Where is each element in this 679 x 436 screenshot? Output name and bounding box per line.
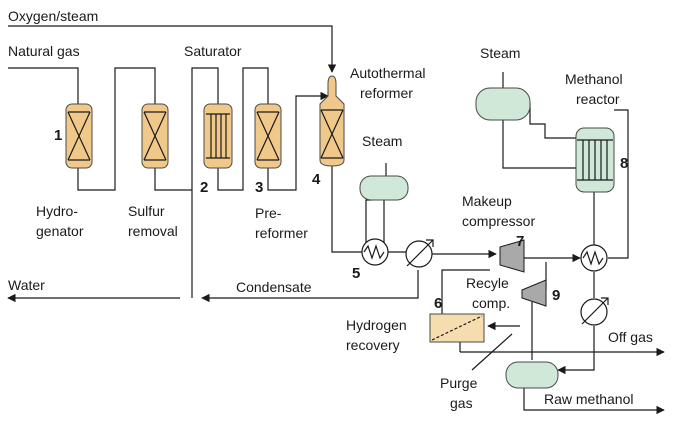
sulfur-removal-vessel <box>141 103 169 169</box>
hx-to-reactor-line <box>608 109 629 259</box>
unit-number-7: 7 <box>516 233 524 250</box>
methanol-separator-vessel <box>505 361 559 389</box>
reactor-steam-out-line <box>529 103 576 139</box>
reformer-outlet-line <box>331 166 362 253</box>
unit-number-5: 5 <box>352 265 360 282</box>
purge-gas-label-2: gas <box>450 395 473 411</box>
cooler-2 <box>580 297 609 326</box>
natural-gas-label: Natural gas <box>8 43 80 59</box>
autothermal-label-1: Autothermal <box>350 65 425 81</box>
cooler-1 <box>405 239 434 268</box>
unit-number-4: 4 <box>312 171 321 188</box>
steam-drum-mid <box>359 175 409 201</box>
oxygen-steam-label: Oxygen/steam <box>8 8 98 24</box>
makeup-compressor <box>499 239 525 273</box>
saturator-label: Saturator <box>184 43 242 59</box>
prereformer-to-autothermal-line <box>267 91 329 191</box>
steam-top-label: Steam <box>480 45 520 61</box>
autothermal-label-2: reformer <box>360 85 413 101</box>
unit-number-2: 2 <box>200 179 208 196</box>
recycle-compressor <box>521 279 547 307</box>
unit-number-9: 9 <box>552 287 560 304</box>
prereformer-vessel <box>254 103 282 169</box>
saturator-vessel <box>203 103 233 169</box>
sulfur-removal-label-2: removal <box>128 223 178 239</box>
unit-number-8: 8 <box>620 155 628 172</box>
recycle-comp-label-2: comp. <box>472 295 510 311</box>
methanol-reactor-label-1: Methanol <box>565 71 623 87</box>
prereformer-label-2: reformer <box>255 225 308 241</box>
hydrogen-recovery-label-1: Hydrogen <box>346 317 407 333</box>
drum-to-reactor-line <box>502 120 576 169</box>
natural-gas-line <box>8 67 79 104</box>
hydrogenator-label-2: genator <box>36 223 84 239</box>
sulfur-removal-label-1: Sulfur <box>128 203 165 219</box>
recycle-comp-label-1: Recyle <box>466 275 509 291</box>
hydrogenator-vessel <box>65 103 93 169</box>
condensate-line <box>201 270 419 303</box>
makeup-compressor-label-2: compressor <box>462 213 535 229</box>
saturator-to-prereformer-line <box>217 67 269 191</box>
off-gas-label: Off gas <box>608 329 653 345</box>
hydrogenator-to-sulfur-line <box>77 67 156 191</box>
water-label: Water <box>8 277 45 293</box>
unit-number-3: 3 <box>255 179 263 196</box>
steam-drum-loop-left <box>365 199 372 244</box>
makeup-compressor-label-1: Makeup <box>462 193 512 209</box>
hydrogen-recovery-unit <box>429 313 485 343</box>
cooler2-to-separator-line <box>557 326 595 375</box>
condensate-label: Condensate <box>236 279 312 295</box>
methanol-reactor-label-2: reactor <box>576 91 620 107</box>
unit-number-1: 1 <box>54 127 62 144</box>
autothermal-reformer-vessel <box>319 75 345 167</box>
hydrogen-recovery-label-2: recovery <box>346 337 400 353</box>
unit-numbers: 1 2 3 4 5 6 7 8 9 <box>54 127 628 312</box>
purge-gas-pointer-line <box>471 333 513 371</box>
heat-exchanger-5 <box>361 238 389 266</box>
labels: Oxygen/steam Natural gas Saturator Autot… <box>8 8 653 411</box>
hydrogenator-label-1: Hydro- <box>36 203 78 219</box>
sulfur-to-saturator-line <box>154 67 219 191</box>
purge-gas-label-1: Purge <box>440 375 478 391</box>
raw-methanol-label: Raw methanol <box>544 391 634 407</box>
oxygen-steam-line <box>8 25 337 73</box>
unit-number-6: 6 <box>434 295 442 312</box>
prereformer-label-1: Pre- <box>255 205 282 221</box>
hydrogen-recycle-line <box>441 269 490 314</box>
raw-methanol-line <box>523 388 665 415</box>
steam-drum-top <box>475 87 531 121</box>
heat-exchanger-loop <box>580 244 608 272</box>
methanol-reactor-vessel <box>575 127 615 193</box>
steam-mid-label: Steam <box>362 133 402 149</box>
piping <box>7 25 665 415</box>
